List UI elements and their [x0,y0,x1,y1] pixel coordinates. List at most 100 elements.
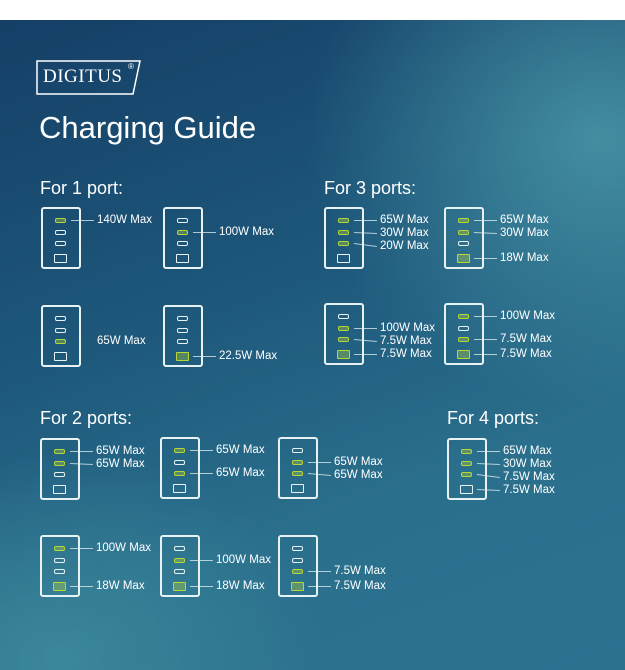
power-label: 65W Max [334,469,383,481]
usb-c-port-icon [174,546,185,551]
connector-line [70,586,93,587]
connector-line [70,548,93,549]
power-label: 140W Max [97,214,152,226]
connector-line [193,232,216,233]
power-label: 7.5W Max [500,348,552,360]
usb-c-port-icon [177,316,188,321]
connector-line [474,354,497,355]
charger-diagram [278,535,318,597]
usb-c-port-icon [55,316,66,321]
page-title: Charging Guide [39,110,257,145]
connector-line [477,451,500,452]
charger-diagram [41,207,81,269]
usb-c-port-icon [174,460,185,465]
charger-diagram [444,207,484,269]
usb-c-port-icon [174,569,185,574]
power-label: 65W Max [97,335,146,347]
power-label: 18W Max [500,252,549,264]
usb-a-port-icon [53,582,66,591]
connector-line [190,450,213,451]
usb-c-port-icon [55,241,66,246]
usb-c-port-icon [461,449,472,454]
power-label: 100W Max [219,226,274,238]
usb-c-port-icon [174,471,185,476]
usb-c-port-icon [458,241,469,246]
usb-a-port-icon [291,582,304,591]
charger-diagram [163,207,203,269]
usb-a-port-icon [173,484,186,493]
charger-diagram [163,305,203,367]
logo-text: DIGITUS [43,66,123,87]
power-label: 7.5W Max [380,335,432,347]
usb-a-port-icon [291,484,304,493]
connector-line [474,316,497,317]
usb-c-port-icon [292,569,303,574]
usb-a-port-icon [54,352,67,361]
section-heading: For 4 ports: [447,408,540,428]
digitus-logo: DIGITUS ® [36,60,141,95]
power-label: 65W Max [503,445,552,457]
usb-c-port-icon [177,339,188,344]
usb-c-port-icon [174,448,185,453]
power-label: 65W Max [500,214,549,226]
usb-c-port-icon [292,546,303,551]
connector-line [474,258,497,259]
charger-diagram [160,535,200,597]
connector-line [308,571,331,572]
charger-diagram [278,437,318,499]
charger-diagram [324,303,364,365]
connector-line [193,356,216,357]
usb-c-port-icon [177,218,188,223]
power-label: 100W Max [216,554,271,566]
power-label: 65W Max [96,445,145,457]
power-label: 65W Max [96,458,145,470]
power-label: 30W Max [500,227,549,239]
section-heading: For 1 port: [40,178,124,198]
usb-a-port-icon [176,352,189,361]
usb-a-port-icon [53,485,66,494]
usb-c-port-icon [458,314,469,319]
usb-a-port-icon [176,254,189,263]
usb-c-port-icon [177,328,188,333]
power-label: 20W Max [380,240,429,252]
connector-line [474,220,497,221]
background [0,20,625,670]
usb-c-port-icon [458,326,469,331]
power-label: 7.5W Max [503,484,555,496]
usb-a-port-icon [457,254,470,263]
usb-a-port-icon [457,350,470,359]
usb-c-port-icon [177,230,188,235]
power-label: 65W Max [334,456,383,468]
charger-diagram [41,305,81,367]
usb-c-port-icon [174,558,185,563]
power-label: 7.5W Max [334,565,386,577]
connector-line [70,451,93,452]
power-label: 65W Max [216,444,265,456]
section-heading: For 2 ports: [40,408,133,428]
charger-diagram [160,437,200,499]
charger-diagram [324,207,364,269]
connector-line [190,560,213,561]
usb-c-port-icon [458,337,469,342]
usb-c-port-icon [338,314,349,319]
usb-c-port-icon [54,569,65,574]
charger-diagram [40,438,80,500]
usb-c-port-icon [338,241,349,246]
power-label: 100W Max [96,542,151,554]
power-label: 18W Max [216,580,265,592]
power-label: 65W Max [216,467,265,479]
charger-diagram [444,303,484,365]
usb-c-port-icon [458,218,469,223]
usb-c-port-icon [338,326,349,331]
usb-c-port-icon [55,218,66,223]
usb-c-port-icon [54,461,65,466]
connector-line [308,462,331,463]
connector-line [308,586,331,587]
usb-a-port-icon [337,254,350,263]
connector-line [71,220,94,221]
connector-line [190,586,213,587]
usb-c-port-icon [461,472,472,477]
power-label: 7.5W Max [503,471,555,483]
power-label: 65W Max [380,214,429,226]
usb-c-port-icon [458,230,469,235]
